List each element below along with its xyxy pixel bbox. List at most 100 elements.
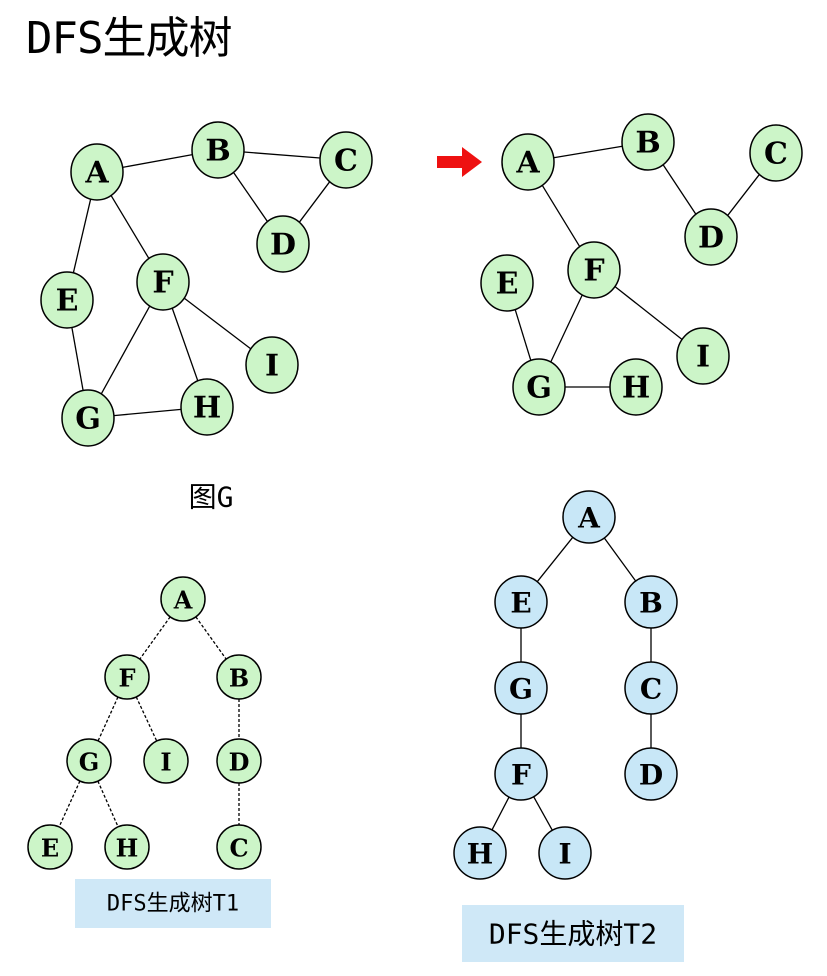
node-label: D [698,221,724,256]
edge-g-h [113,408,182,417]
node-b: B [621,113,675,171]
node-label: E [510,587,531,620]
node-label: D [639,759,663,792]
node-g: G [512,358,566,416]
edge-a-f [541,183,581,249]
node-label: H [193,391,221,426]
edge-f-i [614,285,683,341]
node-h: H [104,824,150,870]
node-label: G [509,673,533,706]
node-e: E [27,824,73,870]
node-a: A [160,576,206,622]
node-label: C [764,137,788,172]
node-d: D [624,747,678,801]
node-e: E [480,254,534,312]
node-f: F [104,654,150,700]
node-label: D [229,748,250,777]
node-i: I [676,327,730,385]
caption-t1-background [75,879,271,928]
node-label: D [270,228,296,263]
node-label: H [116,834,139,863]
edge-b-c [243,151,321,159]
edge-a-e [536,536,574,583]
node-label: C [334,144,358,179]
node-label: E [56,284,79,319]
node-c: C [319,131,373,189]
node-b: B [216,654,262,700]
node-g: G [494,661,548,715]
edge-a-b [195,616,227,660]
node-c: C [624,661,678,715]
edge-a-b [603,537,637,582]
node-label: G [75,402,101,437]
edge-f-h [491,796,510,831]
edge-b-d [661,163,698,216]
caption-tree-t2: DFS生成树T2 [489,918,657,951]
edge-f-i [135,696,158,742]
edge-g-h [97,780,119,828]
node-i: I [538,826,592,880]
node-label: C [640,673,662,706]
node-label: B [229,664,249,693]
node-h: H [453,826,507,880]
node-label: H [467,838,493,871]
edge-e-g [514,307,532,363]
dfs-tree-t1: A F B G I D E H C [27,576,262,870]
node-label: B [635,126,660,161]
node-label: I [558,838,571,871]
edge-g-e [58,780,81,828]
node-label: A [173,586,193,615]
node-d: D [684,208,738,266]
node-a: A [501,133,555,191]
node-label: F [152,266,173,301]
node-label: A [577,502,601,535]
node-e: E [494,575,548,629]
edge-f-g [549,293,584,364]
edge-f-i [183,297,252,350]
node-d: D [256,215,310,273]
caption-graph-g: 图G [189,481,234,514]
edge-a-f [139,616,171,660]
node-g: G [61,389,115,447]
node-i: I [245,336,299,394]
edge-c-d [298,180,331,224]
node-label: A [84,156,109,191]
node-label: C [229,834,248,863]
node-label: A [515,146,540,181]
edge-a-b [122,154,193,168]
edge-d-c [726,173,761,217]
node-label: B [639,587,663,620]
caption-tree-t1: DFS生成树T1 [107,892,239,917]
node-label: F [118,664,135,693]
edge-f-h [171,306,199,383]
edge-b-d [232,171,269,223]
edge-f-g [97,696,119,742]
node-a: A [70,143,124,201]
edge-a-b [553,145,623,159]
node-label: H [622,371,650,406]
node-label: E [41,834,59,863]
node-c: C [216,824,262,870]
node-h: H [609,358,663,416]
caption-t2-background [462,905,684,962]
node-label: F [583,254,604,289]
node-label: B [205,134,230,169]
node-label: F [511,759,531,792]
graph-g: A B C D E F G HI [40,121,373,447]
node-c: C [749,124,803,182]
node-label: G [526,371,552,406]
node-label: I [160,748,171,777]
node-label: G [79,748,100,777]
dfs-result-graph: A B C D E F G H I [480,113,803,416]
page-title: DFS生成树 [26,13,232,64]
dfs-tree-t2: A E B G C F D H I [453,490,678,880]
node-b: B [624,575,678,629]
edge-f-g [99,304,152,396]
node-h: H [180,378,234,436]
node-g: G [66,738,112,784]
node-label: I [696,340,710,375]
edge-e-g [70,325,85,393]
node-f: F [136,253,190,311]
node-i: I [143,738,189,784]
